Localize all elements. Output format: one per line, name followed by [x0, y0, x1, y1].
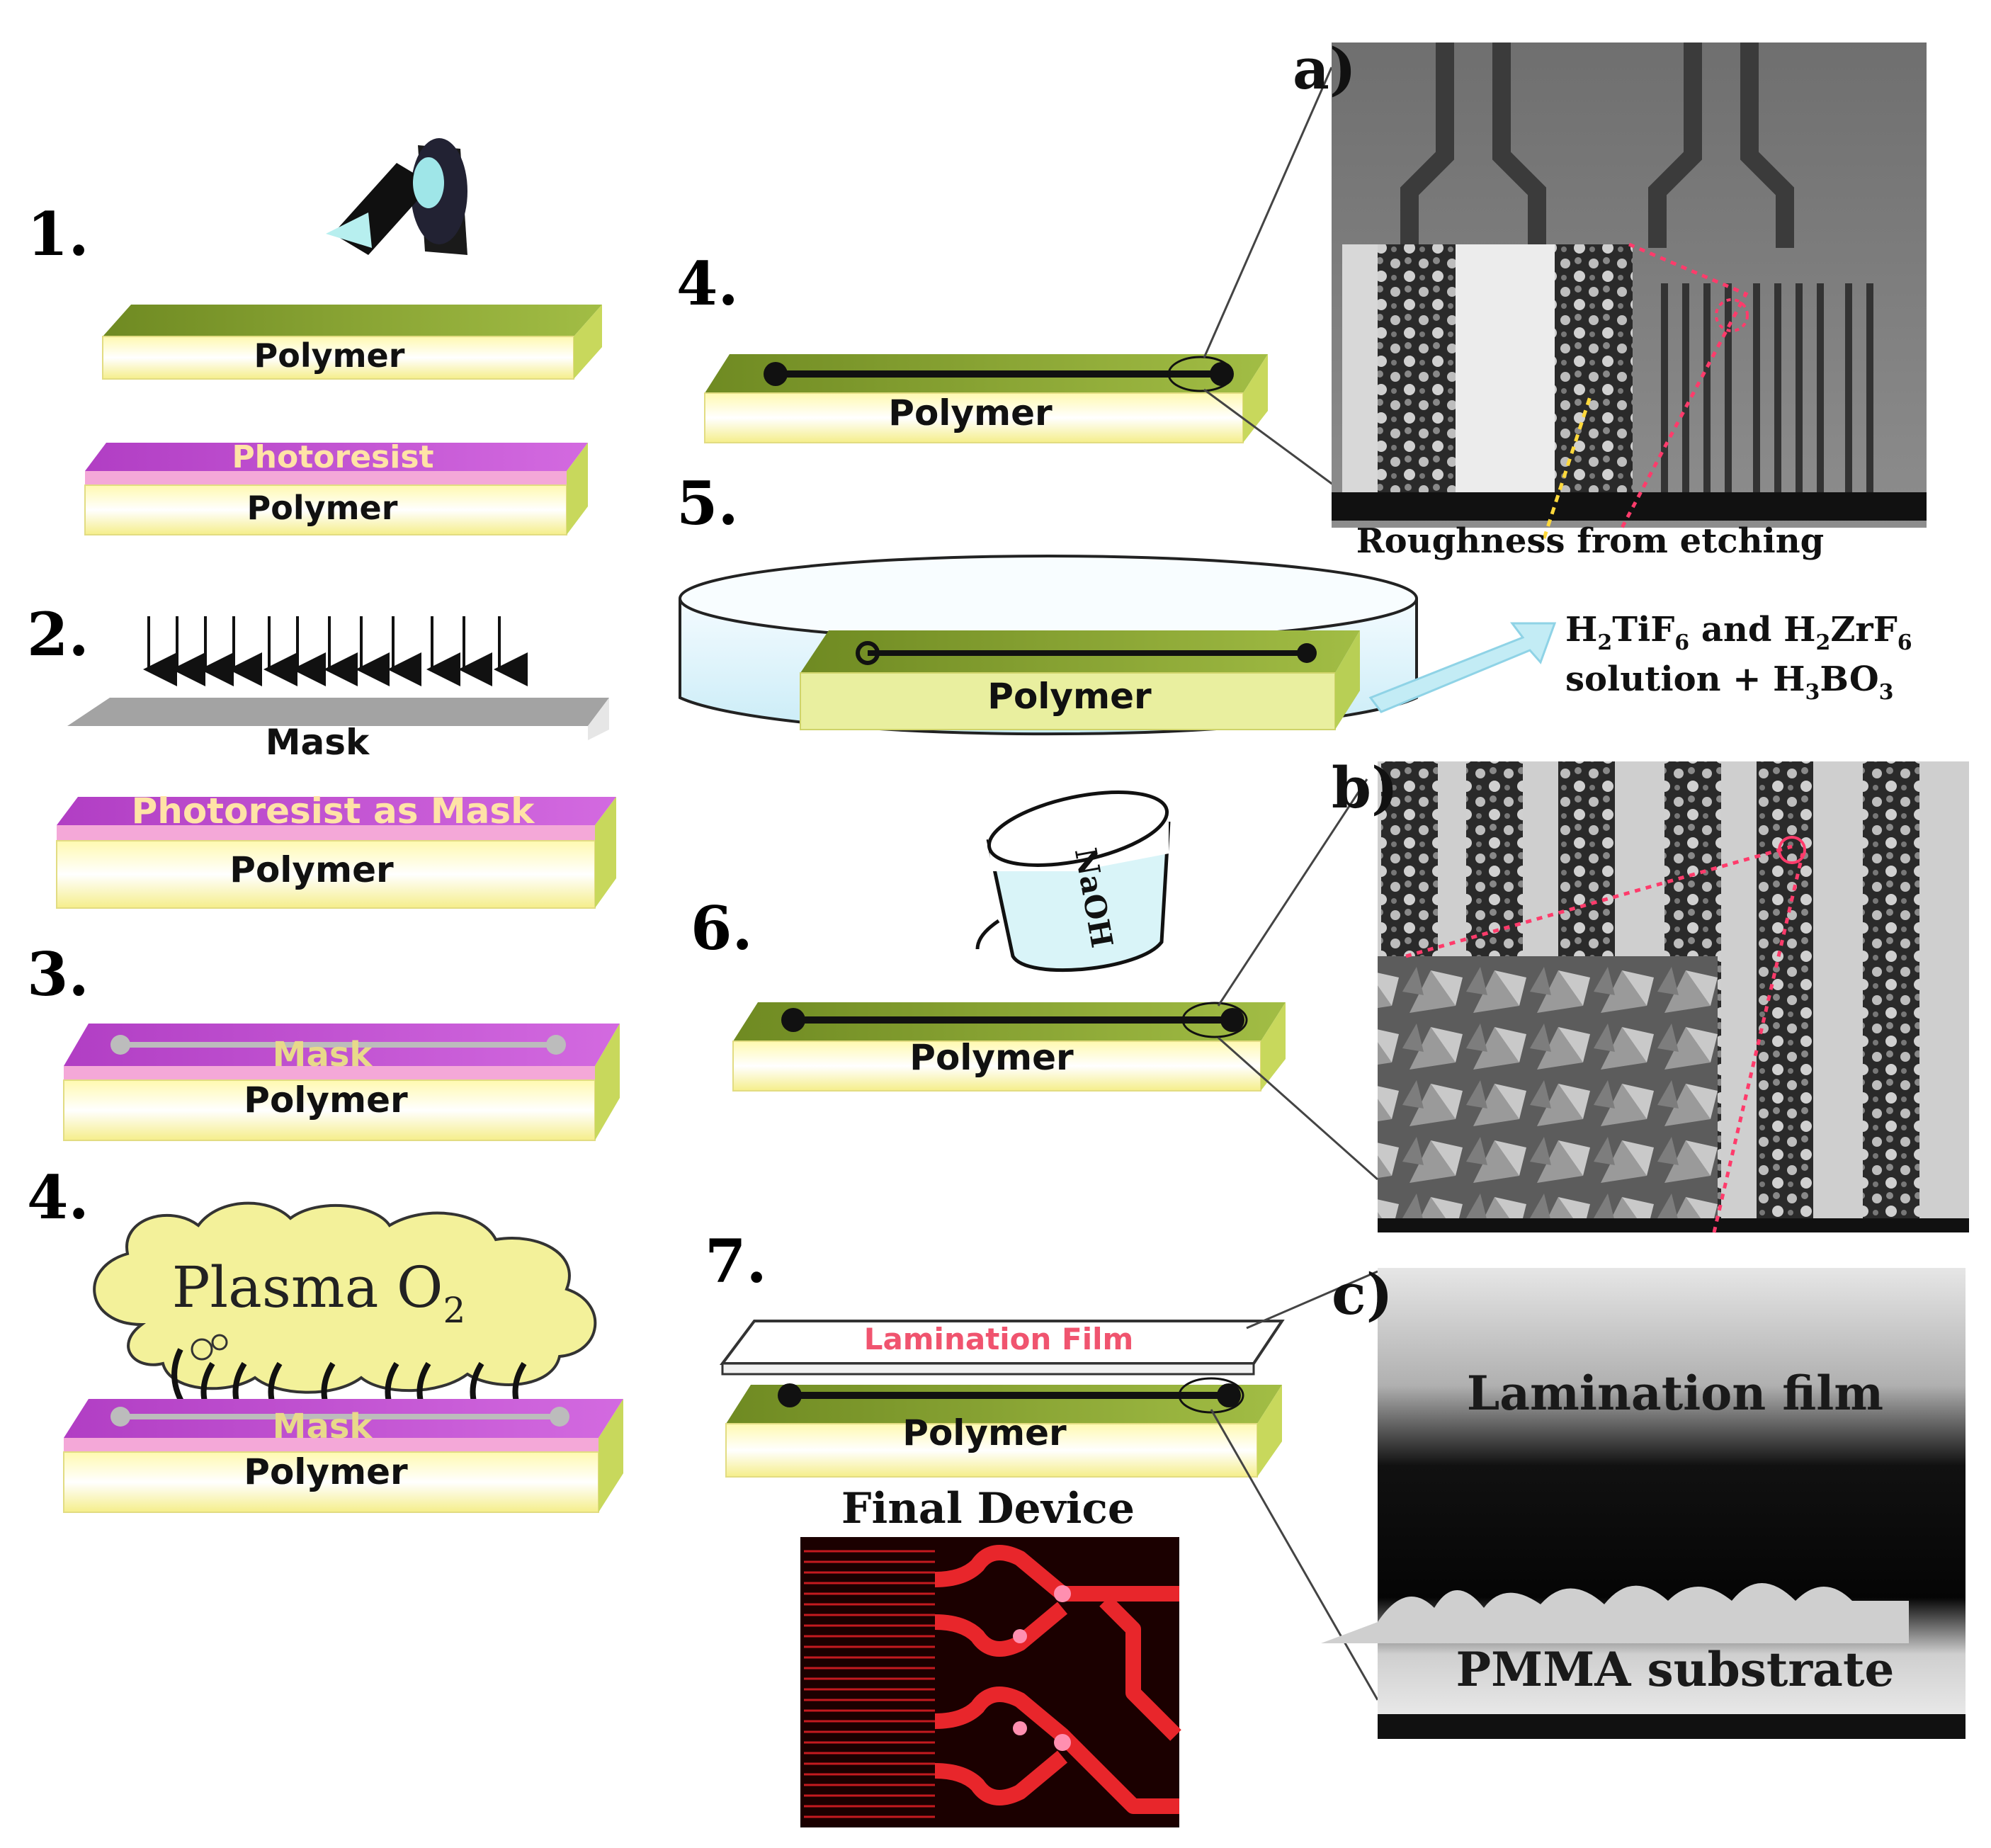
sol-zrf: ZrF	[1830, 610, 1897, 650]
channel-block-6	[732, 1002, 1286, 1092]
mask-label-3: Mask	[273, 1035, 373, 1075]
solution-label-line1: H2TiF6 and H2ZrF6	[1565, 610, 1912, 655]
plasma-subscript: 2	[443, 1290, 465, 1331]
sol2-a: solution + H	[1565, 659, 1805, 699]
sol-sub1: 2	[1597, 630, 1612, 655]
uv-lamp-icon	[326, 138, 467, 255]
plasma-text: Plasma O	[172, 1254, 443, 1320]
polymer-label-1a: Polymer	[254, 336, 405, 375]
step-2-number: 2.	[27, 599, 89, 669]
immersed-block-5	[800, 630, 1360, 730]
photoresist-label: Photoresist	[232, 439, 433, 475]
sol-tif: TiF	[1612, 610, 1674, 650]
step-6-number: 6.	[691, 893, 753, 963]
sol-h: H	[1565, 610, 1597, 650]
lamination-film-sheet	[720, 1320, 1285, 1376]
polymer-label-4-left: Polymer	[244, 1451, 408, 1492]
mask-label-2: Mask	[266, 722, 370, 763]
plasma-cloud	[93, 1201, 597, 1394]
solution-arrow	[1368, 622, 1557, 713]
masked-block-3	[63, 1024, 620, 1141]
sol2-sub1: 3	[1805, 680, 1820, 705]
sol-sub2: 6	[1674, 630, 1689, 655]
zoom-lines-a	[1203, 67, 1339, 490]
polymer-block-1a	[102, 305, 602, 380]
final-device-fluorescence-image	[800, 1537, 1181, 1827]
sol2-bo: BO	[1820, 659, 1878, 699]
solution-label-line2: solution + H3BO3	[1565, 659, 1894, 705]
roughness-label: Roughness from etching	[1356, 521, 1824, 561]
plasma-bubbles	[191, 1334, 228, 1361]
step-3-number: 3.	[27, 939, 89, 1009]
sol-sub3: 2	[1815, 630, 1830, 655]
photoresist-as-mask-label: Photoresist as Mask	[132, 790, 536, 832]
polymer-label-2: Polymer	[229, 849, 394, 890]
channel-block-4	[704, 354, 1268, 443]
uv-exposure-arrows	[143, 616, 528, 686]
mask-plate	[67, 698, 609, 740]
panel-a-label: a)	[1293, 35, 1356, 102]
final-device-label: Final Device	[841, 1484, 1135, 1534]
polymer-label-7: Polymer	[902, 1412, 1067, 1453]
step-4-right-number: 4.	[676, 249, 739, 319]
polymer-label-3: Polymer	[244, 1079, 408, 1121]
zoom-lines-b	[1217, 778, 1378, 1181]
sem-c-lamination-label: Lamination film	[1467, 1366, 1883, 1421]
sol-and: and H	[1689, 610, 1815, 650]
photoresist-mask-block-2	[56, 797, 616, 909]
sol-sub4: 6	[1898, 630, 1912, 655]
lamination-film-label: Lamination Film	[864, 1322, 1134, 1356]
channel-block-7	[725, 1377, 1282, 1478]
zoom-lines-c	[1210, 1270, 1379, 1701]
step-4-left-number: 4.	[27, 1162, 89, 1232]
sem-image-b	[1378, 761, 1969, 1233]
step-7-number: 7.	[705, 1226, 767, 1296]
sol2-sub2: 3	[1879, 680, 1894, 705]
step-1-number: 1.	[27, 199, 89, 269]
polymer-label-4-right: Polymer	[888, 392, 1053, 433]
sem-image-a	[1332, 42, 1927, 539]
panel-b-label: b)	[1332, 754, 1398, 821]
naoh-beaker-icon	[975, 790, 1171, 973]
plasma-label: Plasma O2	[172, 1254, 466, 1331]
masked-block-4-left	[63, 1399, 623, 1513]
polymer-label-6: Polymer	[909, 1037, 1074, 1078]
photoresist-polymer-block-1b	[84, 443, 588, 535]
panel-c-label: c)	[1332, 1261, 1393, 1327]
sem-c-pmma-label: PMMA substrate	[1456, 1642, 1895, 1697]
sem-image-c	[1321, 1268, 1966, 1739]
polymer-label-5: Polymer	[987, 676, 1152, 717]
mask-label-4: Mask	[273, 1407, 373, 1446]
step-5-number: 5.	[676, 468, 739, 538]
polymer-label-1b: Polymer	[247, 489, 398, 527]
